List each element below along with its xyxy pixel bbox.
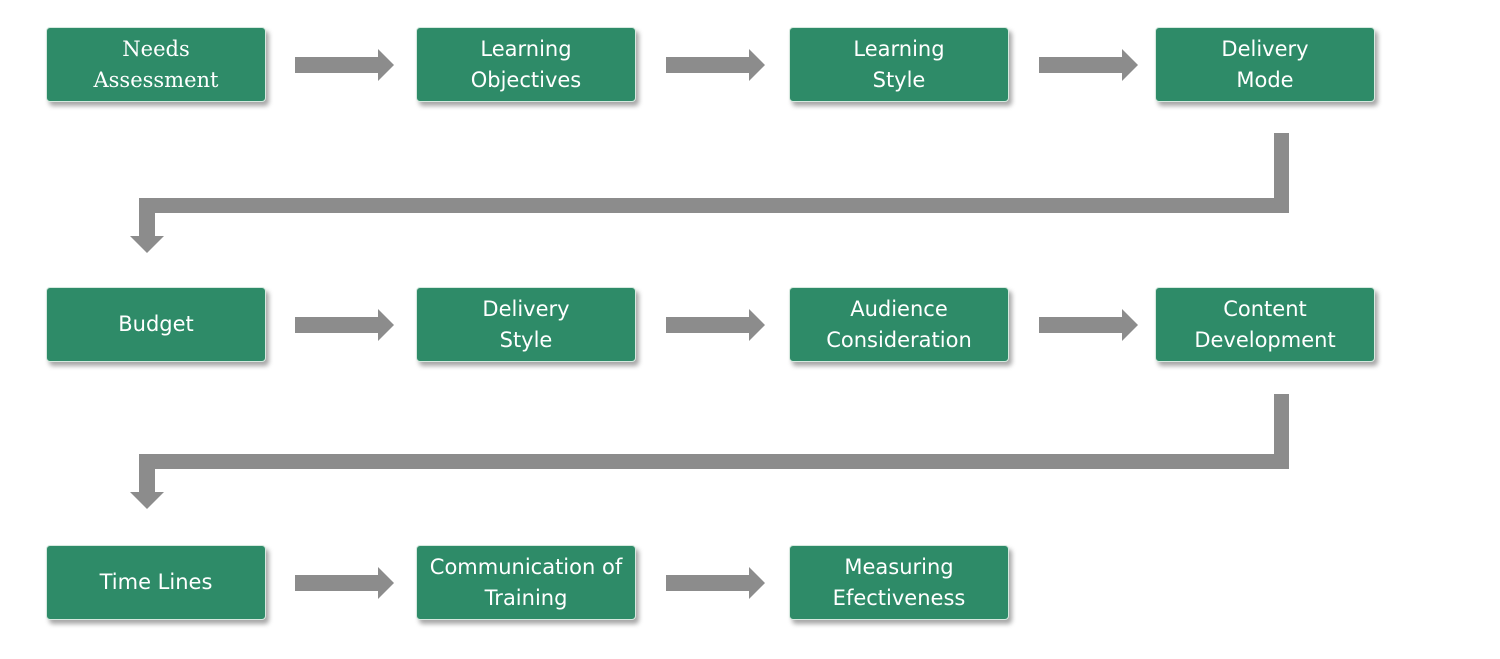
step-communication-of-training: Communication of Training [416,545,636,620]
step-time-lines: Time Lines [46,545,266,620]
arrow-budget-to-delivery-style [295,309,394,341]
arrow-time-lines-to-communication [295,567,394,599]
step-budget: Budget [46,287,266,362]
step-delivery-style: Delivery Style [416,287,636,362]
step-learning-objectives: Learning Objectives [416,27,636,102]
arrow-objectives-to-learning-style [666,49,765,81]
arrow-delivery-style-to-audience [666,309,765,341]
arrow-audience-to-content [1039,309,1138,341]
step-audience-consideration: Audience Consideration [789,287,1009,362]
arrow-needs-to-objectives [295,49,394,81]
step-content-development: Content Development [1155,287,1375,362]
step-learning-style: Learning Style [789,27,1009,102]
step-delivery-mode: Delivery Mode [1155,27,1375,102]
elbow-arrow-content-to-time-lines [130,394,1289,509]
arrow-communication-to-measuring [666,567,765,599]
arrow-learning-style-to-delivery-mode [1039,49,1138,81]
step-measuring-effectiveness: Measuring Efectiveness [789,545,1009,620]
elbow-arrow-delivery-mode-to-budget [130,133,1289,253]
step-needs-assessment: Needs Assessment [46,27,266,102]
